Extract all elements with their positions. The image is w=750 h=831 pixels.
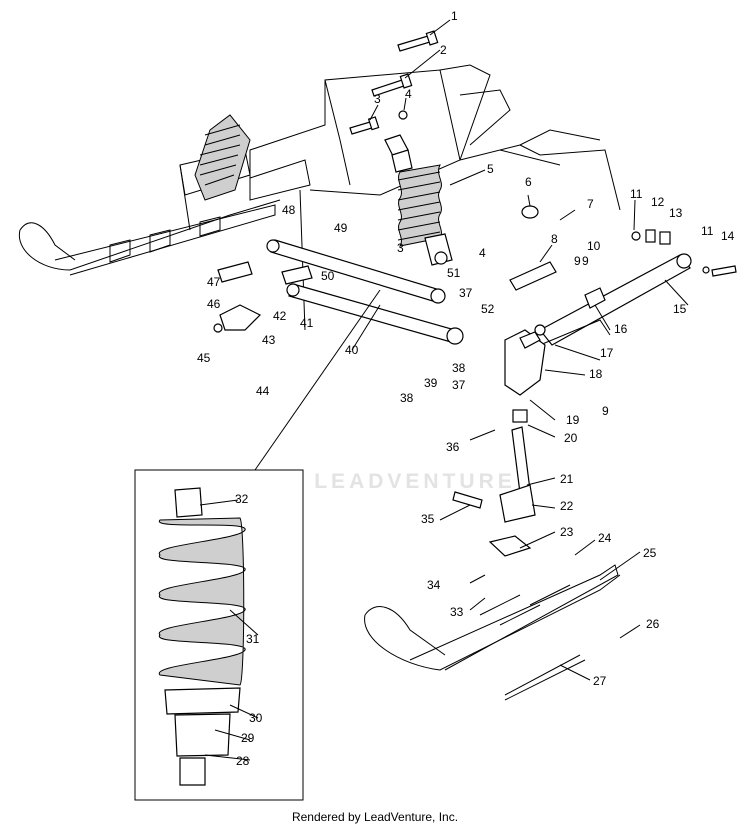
bracket-43 — [213, 304, 262, 333]
shock-installed — [384, 134, 453, 266]
wear-pad-23 — [488, 535, 532, 557]
label-36: 36 — [446, 440, 460, 454]
footer-text: Rendered by LeadVenture, Inc. — [291, 810, 459, 824]
spring-clip-16 — [584, 287, 606, 309]
label-37b: 37 — [452, 378, 466, 392]
bolt-14 — [702, 265, 737, 277]
label-49: 49 — [334, 221, 348, 235]
label-5: 5 — [487, 162, 494, 176]
spindle-22 — [499, 409, 536, 523]
watermark: LEADVENTURE — [314, 470, 516, 493]
label-23: 23 — [560, 525, 574, 539]
label-37a: 37 — [459, 286, 473, 300]
label-29: 29 — [241, 731, 255, 745]
label-11a: 11 — [630, 187, 643, 201]
label-22: 22 — [560, 499, 574, 513]
label-9a: 9 — [574, 254, 581, 268]
label-38a: 38 — [452, 361, 466, 375]
label-31: 31 — [246, 632, 260, 646]
trailing-arm-49 — [266, 239, 446, 304]
label-9c: 9 — [582, 254, 589, 268]
label-10: 10 — [587, 239, 601, 253]
label-30: 30 — [249, 711, 263, 725]
label-46: 46 — [207, 297, 221, 311]
bolt-3-upper — [349, 116, 380, 135]
label-39: 39 — [424, 376, 438, 390]
label-9b: 9 — [602, 404, 609, 418]
radius-rod-15 — [539, 253, 692, 346]
label-3: 3 — [374, 92, 381, 106]
label-26: 26 — [646, 617, 660, 631]
arm-8 — [509, 261, 557, 291]
background-ski-assembly — [18, 114, 281, 276]
label-24: 24 — [598, 531, 612, 545]
label-13: 13 — [669, 206, 683, 220]
label-52: 52 — [481, 302, 495, 316]
label-19: 19 — [566, 413, 580, 427]
label-33: 33 — [450, 605, 464, 619]
label-45: 45 — [197, 351, 211, 365]
plate-47 — [217, 261, 253, 283]
label-4b: 4 — [479, 246, 486, 260]
label-48: 48 — [282, 203, 296, 217]
label-25: 25 — [643, 546, 657, 560]
label-44: 44 — [256, 384, 270, 398]
shock-detail-inset — [134, 289, 381, 801]
label-1: 1 — [451, 9, 458, 23]
label-8: 8 — [551, 232, 558, 246]
label-50: 50 — [321, 269, 335, 283]
label-15: 15 — [673, 302, 687, 316]
spindle-bracket-18 — [504, 324, 546, 396]
label-17: 17 — [600, 346, 614, 360]
label-16: 16 — [614, 322, 628, 336]
trailing-arm-40 — [286, 283, 464, 345]
part-labels: 1 2 3 4 5 6 7 8 9 10 11 12 13 11 14 15 1… — [197, 9, 735, 768]
label-34: 34 — [427, 578, 441, 592]
label-42: 42 — [273, 309, 287, 323]
label-28: 28 — [236, 754, 250, 768]
label-35: 35 — [421, 512, 435, 526]
label-27: 27 — [593, 674, 607, 688]
label-51: 51 — [447, 266, 461, 280]
bolt-2 — [371, 73, 413, 97]
label-20: 20 — [564, 431, 578, 445]
bolt-1 — [397, 30, 439, 52]
label-43: 43 — [262, 333, 276, 347]
label-6: 6 — [525, 175, 532, 189]
label-12: 12 — [651, 195, 665, 209]
plate-42 — [281, 265, 313, 285]
label-3b: 3 — [397, 241, 404, 255]
cap-6 — [521, 205, 539, 219]
label-18: 18 — [589, 367, 603, 381]
label-32: 32 — [235, 492, 249, 506]
label-11b: 11 — [701, 224, 714, 238]
label-47: 47 — [207, 275, 221, 289]
nut-4-upper — [398, 110, 408, 120]
bushing-35 — [452, 491, 483, 509]
leader-lines — [199, 19, 689, 761]
label-7: 7 — [587, 197, 594, 211]
label-38b: 38 — [400, 391, 414, 405]
label-4: 4 — [405, 87, 412, 101]
label-41: 41 — [300, 316, 314, 330]
ski-25 — [364, 564, 621, 701]
label-2: 2 — [440, 43, 447, 57]
label-21: 21 — [560, 472, 574, 486]
bushings-12-13 — [631, 229, 671, 245]
label-40: 40 — [345, 343, 359, 357]
label-14: 14 — [721, 229, 735, 243]
